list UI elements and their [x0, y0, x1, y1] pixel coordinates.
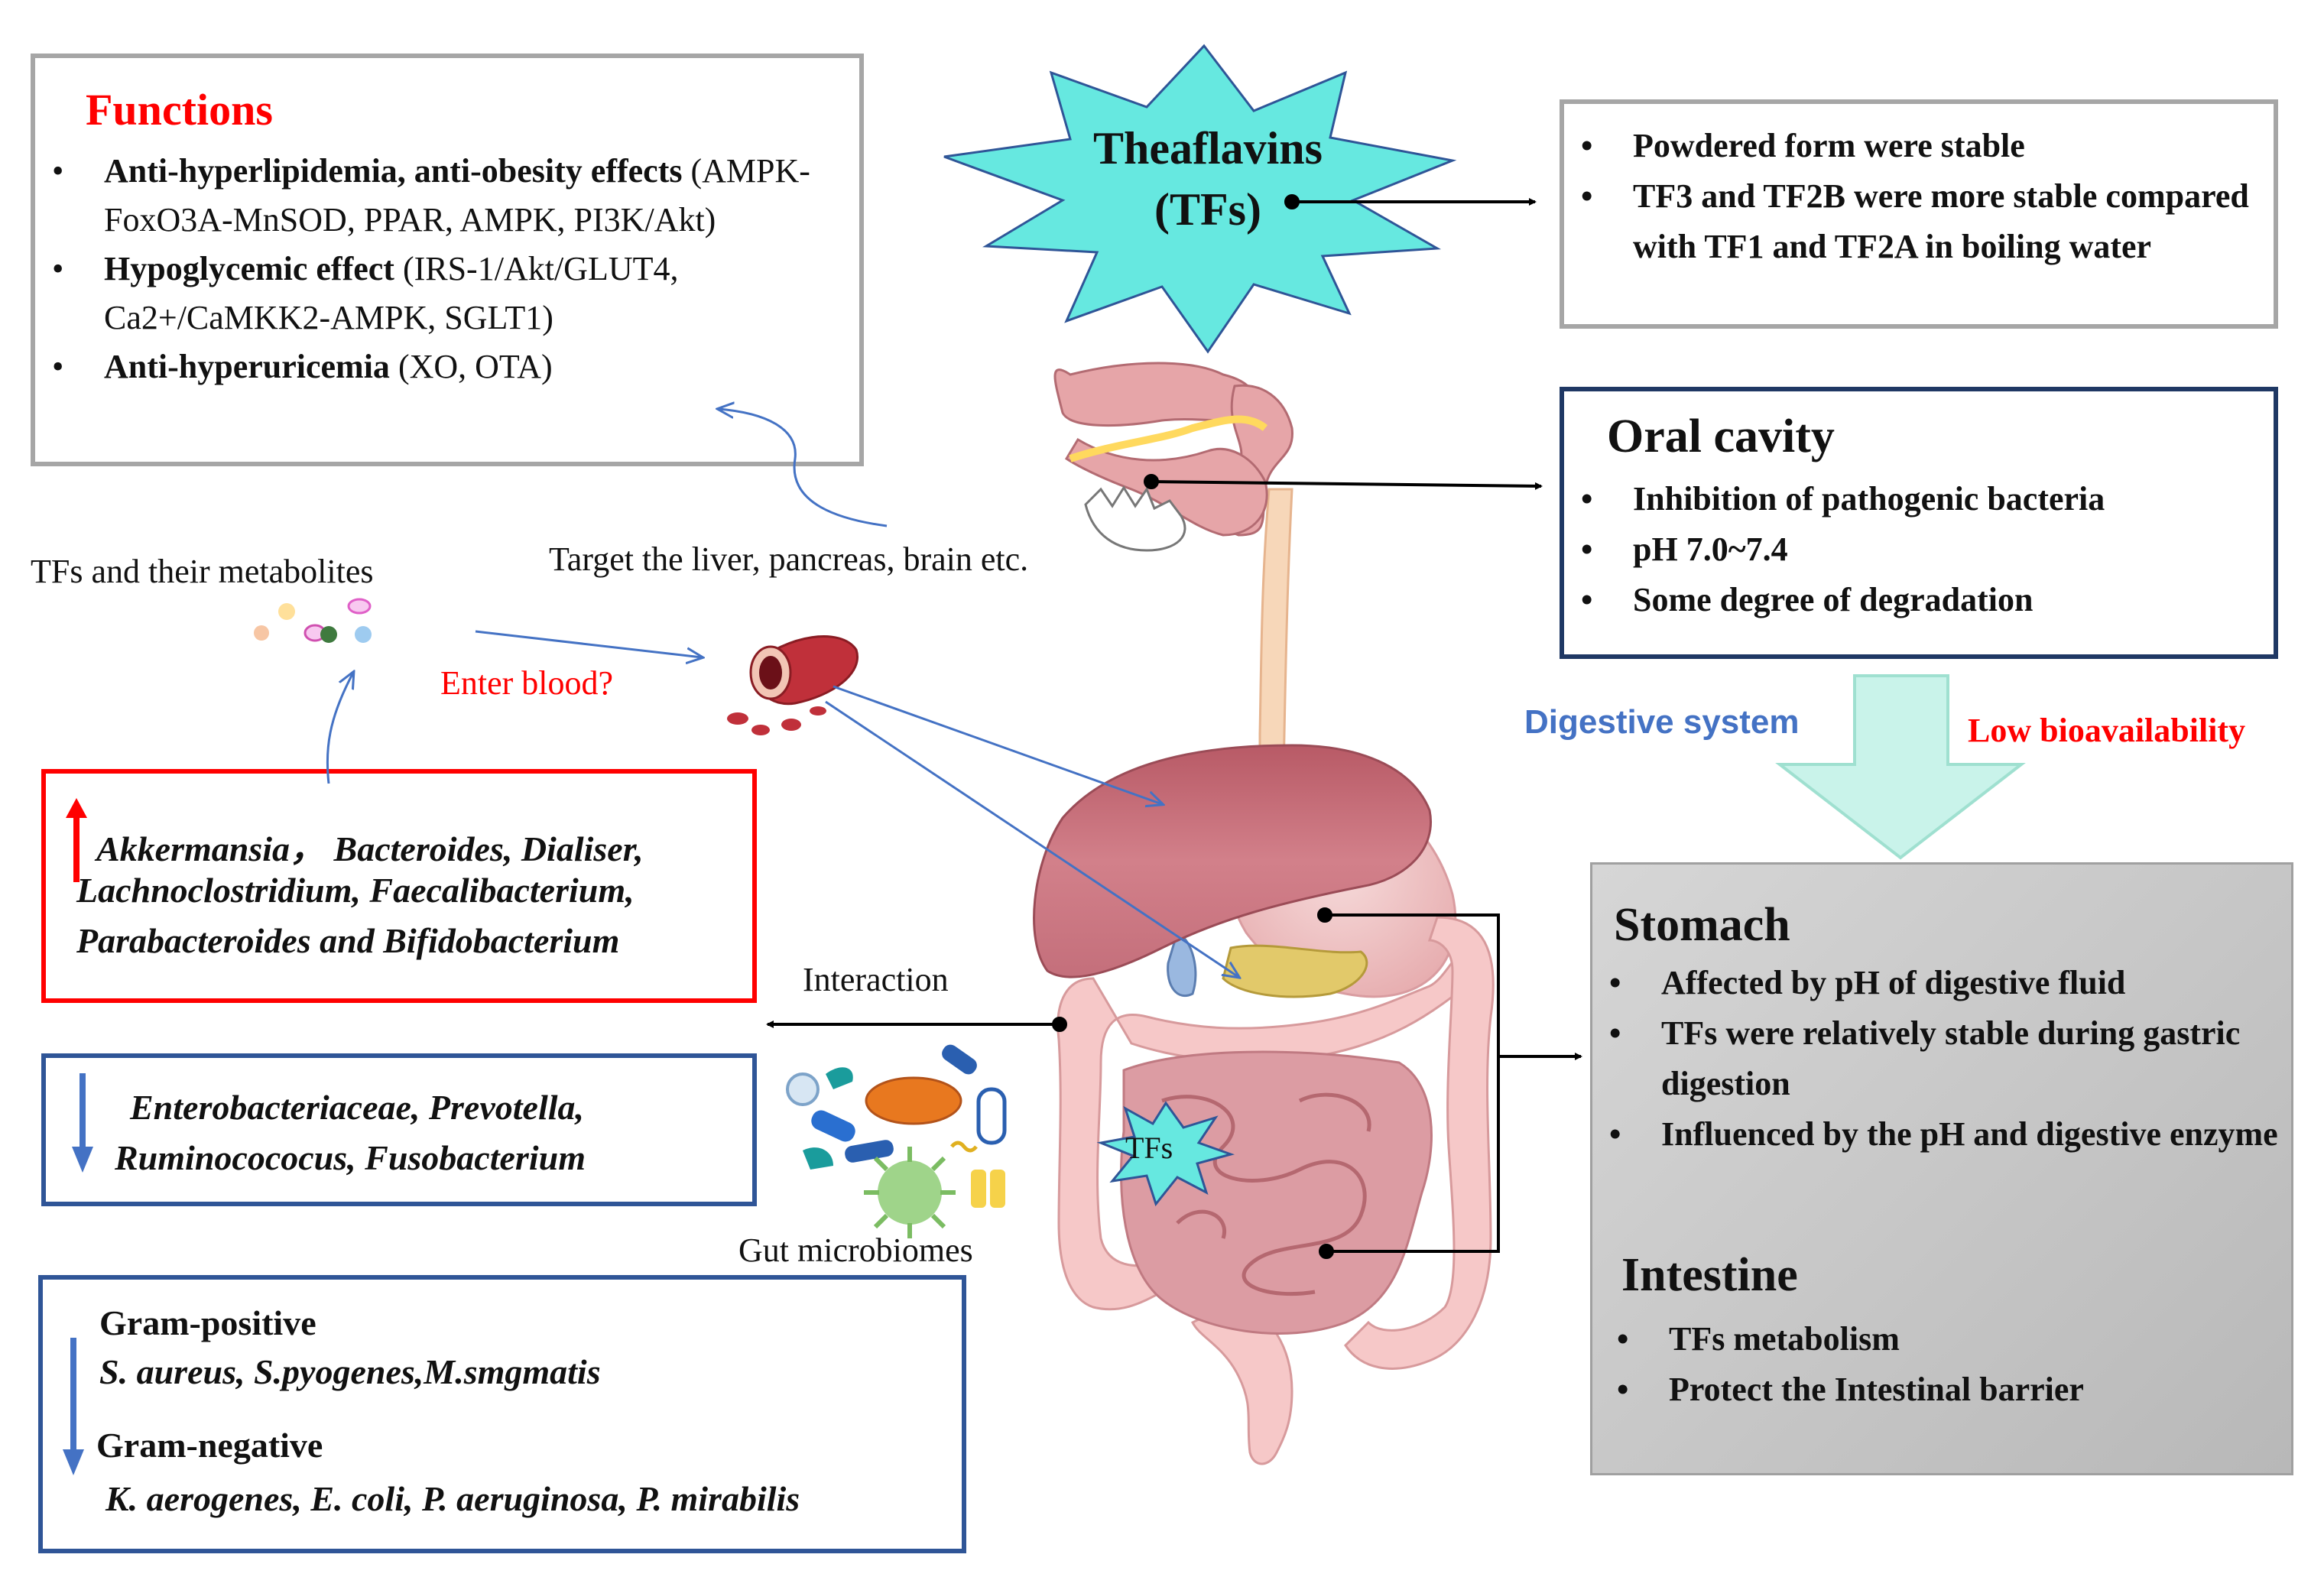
stability-box: Powdered form were stable TF3 and TF2B w…: [1560, 99, 2278, 329]
decrease-bacteria-box: Enterobacteriaceae, Prevotella, Ruminoco…: [41, 1053, 757, 1206]
theaflavins-star-shape: [943, 44, 1457, 354]
gram-negative-species: K. aerogenes, E. coli, P. aeruginosa, P.…: [105, 1479, 800, 1518]
stomach-item: Affected by pH of digestive fluid: [1592, 958, 2288, 1008]
tfs-small-star-shape: [1096, 1101, 1235, 1207]
decrease-bacteria-line: Enterobacteriaceae, Prevotella,: [130, 1088, 585, 1127]
digestive-system-label: Digestive system: [1524, 703, 1800, 741]
gram-negative-title: Gram-negative: [96, 1426, 323, 1465]
teeth: [1084, 485, 1186, 552]
increase-arrow-icon: [66, 798, 87, 882]
intestine-title: Intestine: [1621, 1249, 1798, 1301]
low-bioavailability-label: Low bioavailability: [1968, 712, 2246, 749]
stability-list: Powdered form were stable TF3 and TF2B w…: [1564, 121, 2275, 272]
black-arrows: [766, 194, 1582, 1259]
pancreas: [1222, 944, 1368, 998]
small-intestine-loops: [1161, 1092, 1371, 1296]
large-intestine: [1057, 946, 1477, 1311]
theaflavins-label-line2: (TFs): [1154, 184, 1261, 235]
stability-item: Powdered form were stable: [1564, 121, 2275, 171]
rectum: [1190, 1298, 1293, 1465]
stomach-item: TFs were relatively stable during gastri…: [1592, 1008, 2288, 1109]
functions-list: Anti-hyperlipidemia, anti-obesity effect…: [35, 147, 861, 391]
increase-bacteria-line: Akkermansia， Bacteroides, Dialiser,: [96, 829, 644, 868]
function-item: Anti-hyperlipidemia, anti-obesity effect…: [35, 147, 861, 245]
tongue: [1064, 437, 1268, 537]
tfs-metabolites-label: TFs and their metabolites: [31, 553, 374, 590]
functions-title: Functions: [86, 85, 273, 135]
blood-vessel-icon: [727, 635, 859, 735]
gram-positive-species: S. aureus, S.pyogenes,M.smgmatis: [99, 1352, 601, 1391]
gut-microbiomes-label: Gut microbiomes: [738, 1231, 973, 1269]
decrease-arrow-icon: [67, 1073, 98, 1176]
theaflavins-label-line1: Theaflavins: [1092, 123, 1323, 174]
intestine-list: TFs metabolism Protect the Intestinal ba…: [1600, 1314, 2288, 1415]
interaction-label: Interaction: [803, 961, 949, 998]
gram-positive-title: Gram-positive: [99, 1303, 316, 1342]
oral-cavity-list: Inhibition of pathogenic bacteria pH 7.0…: [1564, 474, 2275, 625]
increase-bacteria-line: Parabacteroides and Bifidobacterium: [76, 921, 620, 960]
oral-item: Some degree of degradation: [1564, 575, 2275, 625]
oral-cavity-box: Oral cavity Inhibition of pathogenic bac…: [1560, 387, 2278, 659]
oral-cavity-title: Oral cavity: [1607, 410, 1835, 462]
tfs-molecules-icon: [254, 598, 372, 643]
liver: [1033, 744, 1432, 978]
digestive-down-arrow: [1775, 674, 2026, 860]
functions-box: Functions Anti-hyperlipidemia, anti-obes…: [31, 54, 864, 466]
gram-box: Gram-positive S. aureus, S.pyogenes,M.sm…: [38, 1275, 966, 1553]
stability-item: TF3 and TF2B were more stable compared w…: [1564, 171, 2275, 272]
stomach-item: Influenced by the pH and digestive enzym…: [1592, 1109, 2288, 1160]
enter-blood-label: Enter blood?: [440, 664, 614, 702]
stomach-intestine-box: Stomach Affected by pH of digestive flui…: [1590, 862, 2293, 1475]
oral-item: pH 7.0~7.4: [1564, 524, 2275, 575]
tfs-small-star-label: TFs: [1125, 1131, 1173, 1165]
function-item: Hypoglycemic effect (IRS-1/Akt/GLUT4, Ca…: [35, 245, 861, 342]
palate-line: [1069, 415, 1268, 462]
nasal-cavity: [1053, 362, 1255, 427]
target-organs-label: Target the liver, pancreas, brain etc.: [549, 540, 1029, 578]
intestine-item: Protect the Intestinal barrier: [1600, 1364, 2288, 1415]
stomach-list: Affected by pH of digestive fluid TFs we…: [1592, 958, 2288, 1160]
increase-bacteria-box: Akkermansia， Bacteroides, Dialiser, Lach…: [41, 769, 757, 1003]
gut-microbes-icon: [786, 1044, 1007, 1238]
function-item: Anti-hyperuricemia (XO, OTA): [35, 342, 861, 391]
oral-item: Inhibition of pathogenic bacteria: [1564, 474, 2275, 524]
increase-bacteria-line: Lachnoclostridium, Faecalibacterium,: [76, 871, 635, 910]
blue-arrows: [326, 409, 1238, 977]
decrease-bacteria-line: Ruminocococus, Fusobacterium: [115, 1138, 586, 1177]
gram-arrow-icon: [58, 1338, 89, 1479]
descending-colon: [1344, 916, 1495, 1370]
stomach-title: Stomach: [1614, 899, 1790, 951]
intestine-item: TFs metabolism: [1600, 1314, 2288, 1364]
